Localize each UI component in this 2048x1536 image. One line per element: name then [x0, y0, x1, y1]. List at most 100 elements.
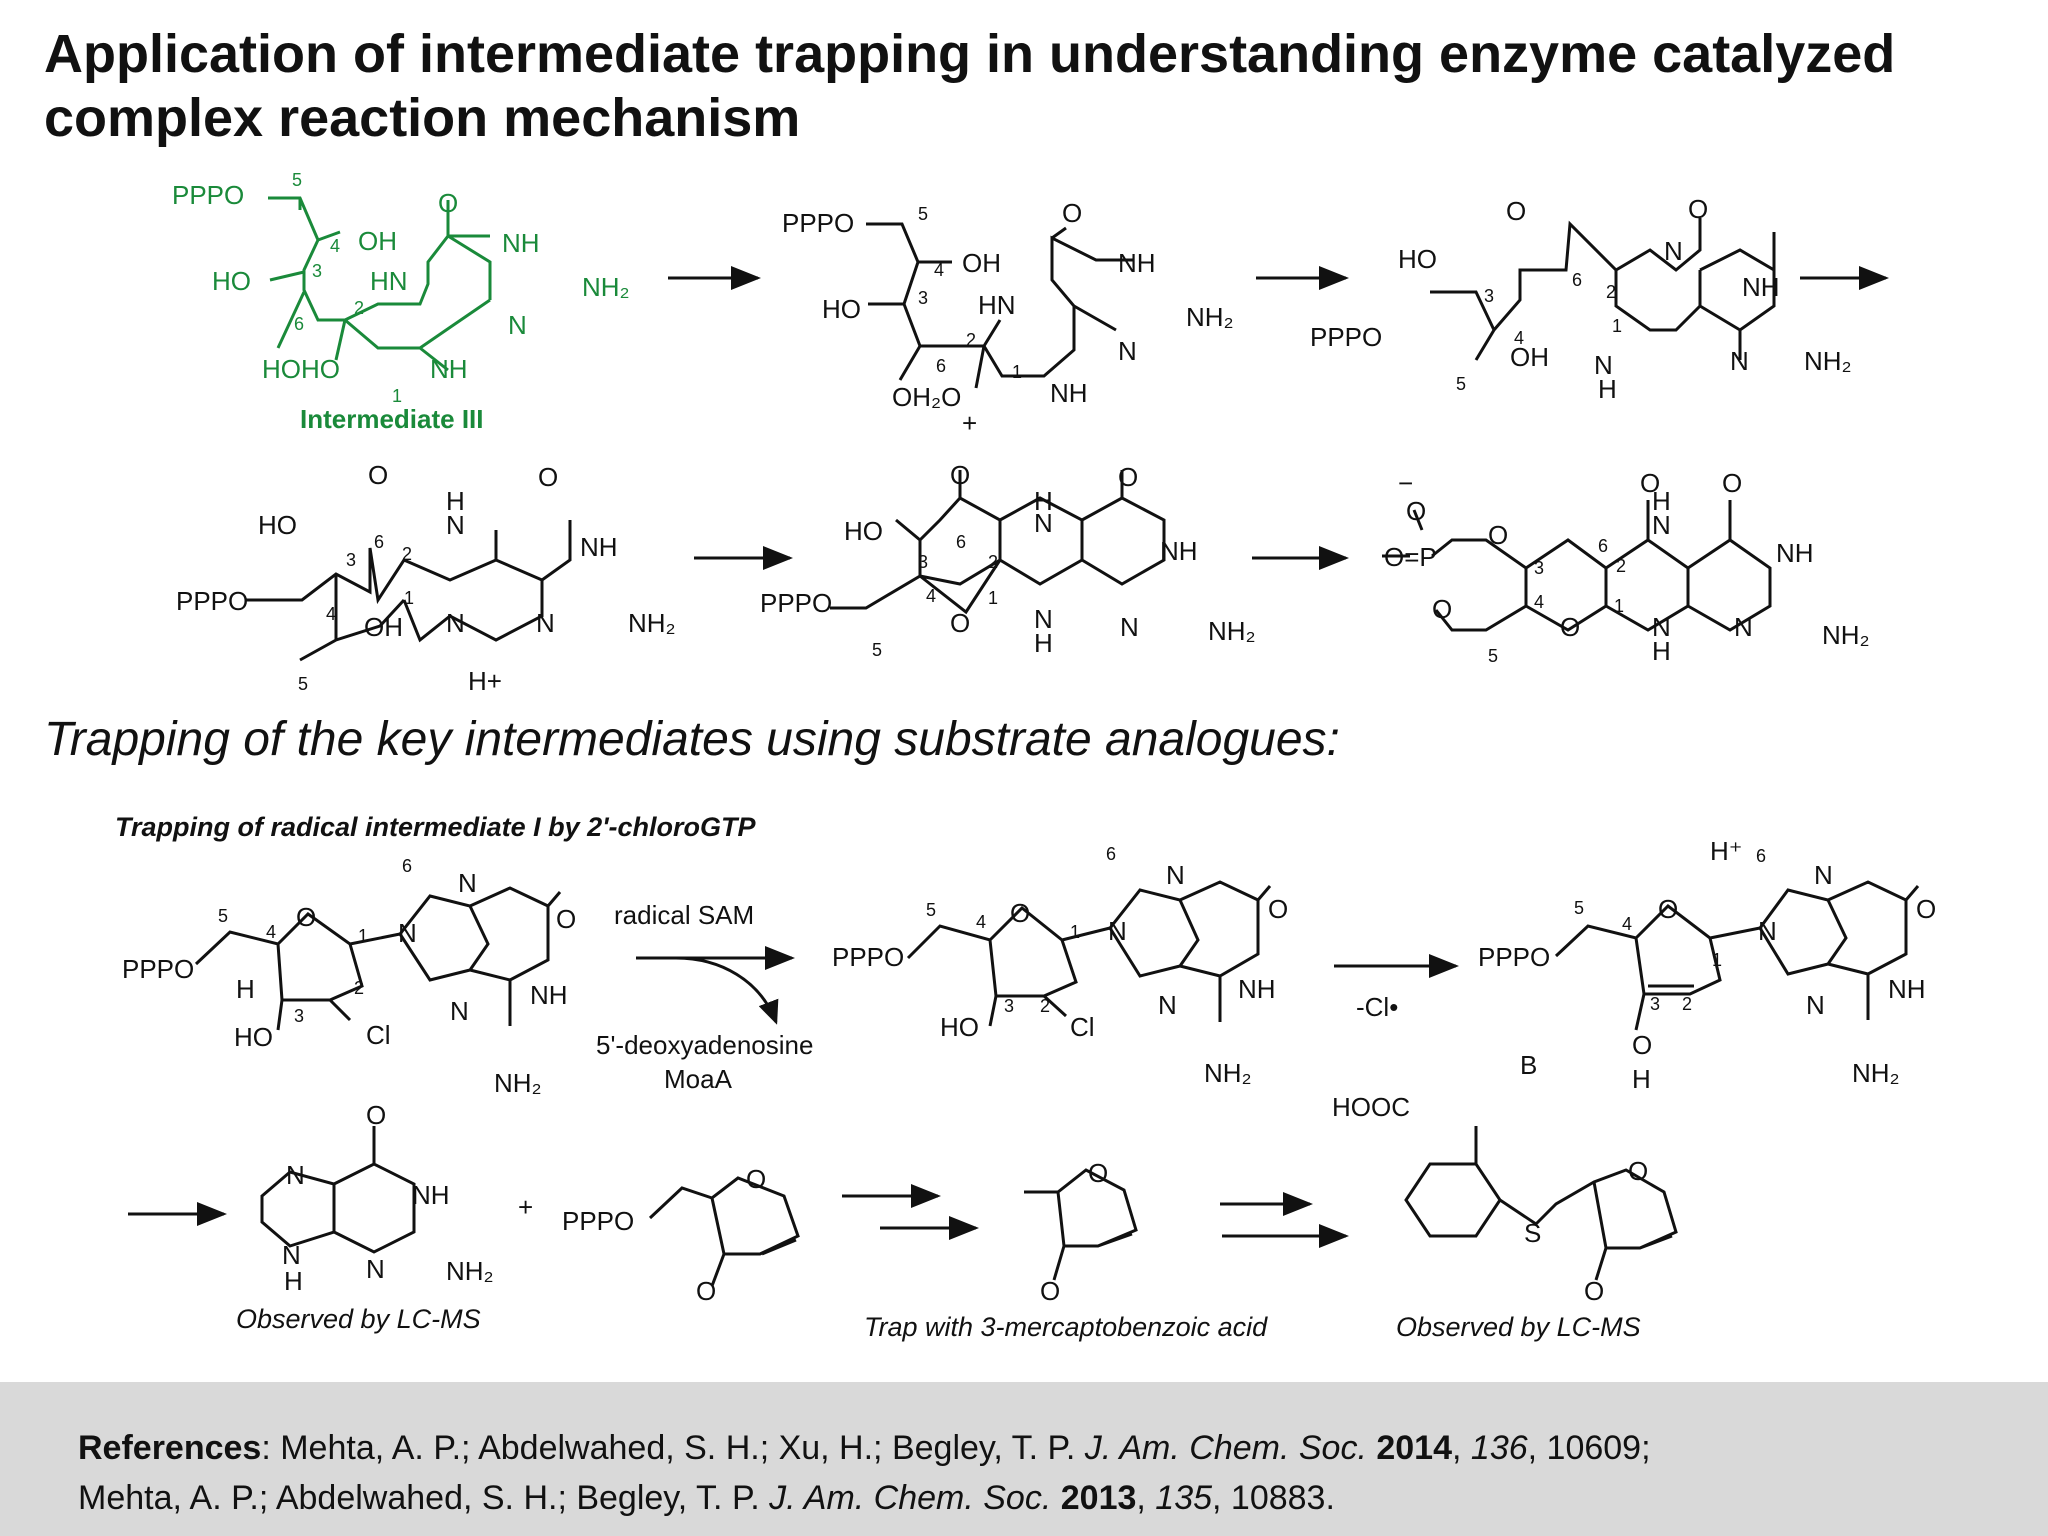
svg-text:O: O [1268, 894, 1288, 924]
svg-text:1: 1 [358, 926, 368, 946]
svg-text:O: O [1088, 1158, 1108, 1188]
svg-text:3: 3 [1004, 996, 1014, 1016]
svg-text:O: O [1584, 1276, 1604, 1306]
trap-label: Trap with 3-mercaptobenzoic acid [864, 1312, 1268, 1342]
svg-text:1: 1 [1712, 950, 1722, 970]
svg-text:NH₂: NH₂ [446, 1256, 494, 1286]
svg-text:5: 5 [872, 640, 882, 660]
svg-text:1: 1 [404, 588, 414, 608]
svg-text:PPPO: PPPO [782, 208, 854, 238]
trapped-adduct-labels: HOOC S O O [1332, 1092, 1648, 1306]
radical-intermediate-labels: 5 PPPO 4 O 1 3 2 HO Cl N 6 N O NH N NH₂ [832, 844, 1288, 1088]
svg-text:PPPO: PPPO [562, 1206, 634, 1236]
svg-text:1: 1 [988, 588, 998, 608]
svg-text:NH: NH [412, 1180, 450, 1210]
svg-text:+: + [962, 408, 977, 438]
page-title: Application of intermediate trapping in … [44, 24, 1896, 148]
svg-text:NH₂: NH₂ [1804, 346, 1852, 376]
svg-text:NH: NH [1118, 248, 1156, 278]
svg-text:O: O [1658, 894, 1678, 924]
svg-text:N: N [1118, 336, 1137, 366]
observed-lcms-1: Observed by LC-MS [236, 1304, 481, 1334]
radical-intermediate-structure [906, 880, 1272, 1027]
scheme-subtitle: Trapping of radical intermediate I by 2'… [115, 812, 756, 842]
ref1-authors: : Mehta, A. P.; Abdelwahed, S. H.; Xu, H… [261, 1429, 1085, 1467]
svg-text:PPPO: PPPO [1310, 322, 1382, 352]
svg-text:O: O [1632, 1030, 1652, 1060]
ref2-pages: , 10883. [1212, 1479, 1335, 1517]
svg-text:N: N [1814, 860, 1833, 890]
byproduct-deoxyadenosine: 5'-deoxyadenosine [596, 1030, 813, 1060]
svg-text:H: H [446, 486, 465, 516]
intermediate-iii-structure [268, 196, 492, 372]
svg-text:1: 1 [1614, 596, 1624, 616]
svg-text:NH: NH [530, 980, 568, 1010]
radical-sam-arrow [636, 946, 795, 1025]
svg-text:O: O [1560, 612, 1580, 642]
svg-text:B: B [1520, 1050, 1537, 1080]
svg-text:6: 6 [936, 356, 946, 376]
svg-text:2: 2 [988, 552, 998, 572]
svg-text:4: 4 [934, 260, 944, 280]
reaction-arrows-row4 [128, 1184, 1349, 1248]
svg-text:Cl: Cl [366, 1020, 391, 1050]
ref1-year: 2014 [1376, 1429, 1452, 1467]
svg-text:N: N [1120, 612, 1139, 642]
svg-text:HN: HN [978, 290, 1016, 320]
guanine-structure [260, 1126, 416, 1254]
structure-4-labels: HO 3 PPPO 5 4 OH O 6 2 1 H N O NH NH₂ N … [176, 460, 676, 694]
svg-text:4: 4 [1534, 592, 1544, 612]
svg-text:N: N [446, 608, 465, 638]
ref2-authors: Mehta, A. P.; Abdelwahed, S. H.; Begley,… [78, 1479, 770, 1517]
svg-text:4: 4 [326, 604, 336, 624]
svg-text:H: H [1632, 1064, 1651, 1094]
svg-text:N: N [1108, 916, 1127, 946]
svg-text:N: N [450, 996, 469, 1026]
svg-text:4: 4 [266, 922, 276, 942]
svg-text:OH: OH [962, 248, 1001, 278]
proton-label: H+ [468, 666, 502, 696]
svg-text:N: N [282, 1240, 301, 1270]
svg-text:3: 3 [312, 261, 322, 281]
svg-text:H⁺: H⁺ [1710, 836, 1743, 866]
furanone-pppo-structure [648, 1176, 800, 1287]
guanine-labels: O N NH NH₂ N N H [282, 1100, 494, 1296]
svg-text:2: 2 [966, 330, 976, 350]
svg-text:PPPO: PPPO [832, 942, 904, 972]
svg-text:O=P: O=P [1384, 542, 1437, 572]
observed-lcms-2: Observed by LC-MS [1396, 1312, 1641, 1342]
svg-text:O: O [366, 1100, 386, 1130]
svg-text:3: 3 [346, 550, 356, 570]
svg-text:HOOC: HOOC [1332, 1092, 1410, 1122]
svg-text:O: O [296, 902, 316, 932]
ref1-volume: 136 [1470, 1429, 1528, 1467]
svg-text:NH: NH [1776, 538, 1814, 568]
structure-2 [866, 222, 1134, 389]
svg-text:O: O [1628, 1156, 1648, 1186]
ref1-pages: , 10609; [1527, 1429, 1651, 1467]
svg-text:H: H [1598, 374, 1617, 404]
svg-text:NH: NH [430, 354, 468, 384]
svg-text:3: 3 [918, 552, 928, 572]
reaction-scheme: PPPO 5 4 OH 3 HO 6 HOHO 2 HN NH 1 O NH N… [122, 170, 1936, 1342]
structure-2-labels: PPPO 5 4 OH 3 HO 6 2 HN 1 O NH NH₂ N NH … [782, 198, 1234, 438]
svg-text:HO: HO [940, 1012, 979, 1042]
svg-text:N: N [398, 918, 417, 948]
svg-text:NH₂: NH₂ [1204, 1058, 1252, 1088]
trapped-adduct-structure [1404, 1126, 1678, 1281]
svg-text:NH₂: NH₂ [1822, 620, 1870, 650]
svg-text:N: N [1734, 612, 1753, 642]
chloride-loss-label: -Cl• [1356, 992, 1398, 1022]
svg-text:N: N [1758, 916, 1777, 946]
structure-6-labels: − O O=P O O 3 4 5 O 1 6 2 O H N N H O NH… [1384, 468, 1870, 666]
svg-text:O: O [368, 460, 388, 490]
svg-text:O: O [1406, 496, 1426, 526]
structure-3-labels: HO 3 PPPO 5 4 OH O 6 2 1 N O NH NH₂ N H … [1310, 194, 1852, 404]
svg-text:N: N [446, 510, 465, 540]
reference-2: Mehta, A. P.; Abdelwahed, S. H.; Begley,… [78, 1479, 1335, 1517]
svg-text:PPPO: PPPO [176, 586, 248, 616]
references-panel: References: Mehta, A. P.; Abdelwahed, S.… [0, 1382, 2048, 1536]
svg-text:HN: HN [370, 266, 408, 296]
methylene-furanone-structure [1024, 1168, 1138, 1281]
svg-text:OH₂O: OH₂O [892, 382, 961, 412]
